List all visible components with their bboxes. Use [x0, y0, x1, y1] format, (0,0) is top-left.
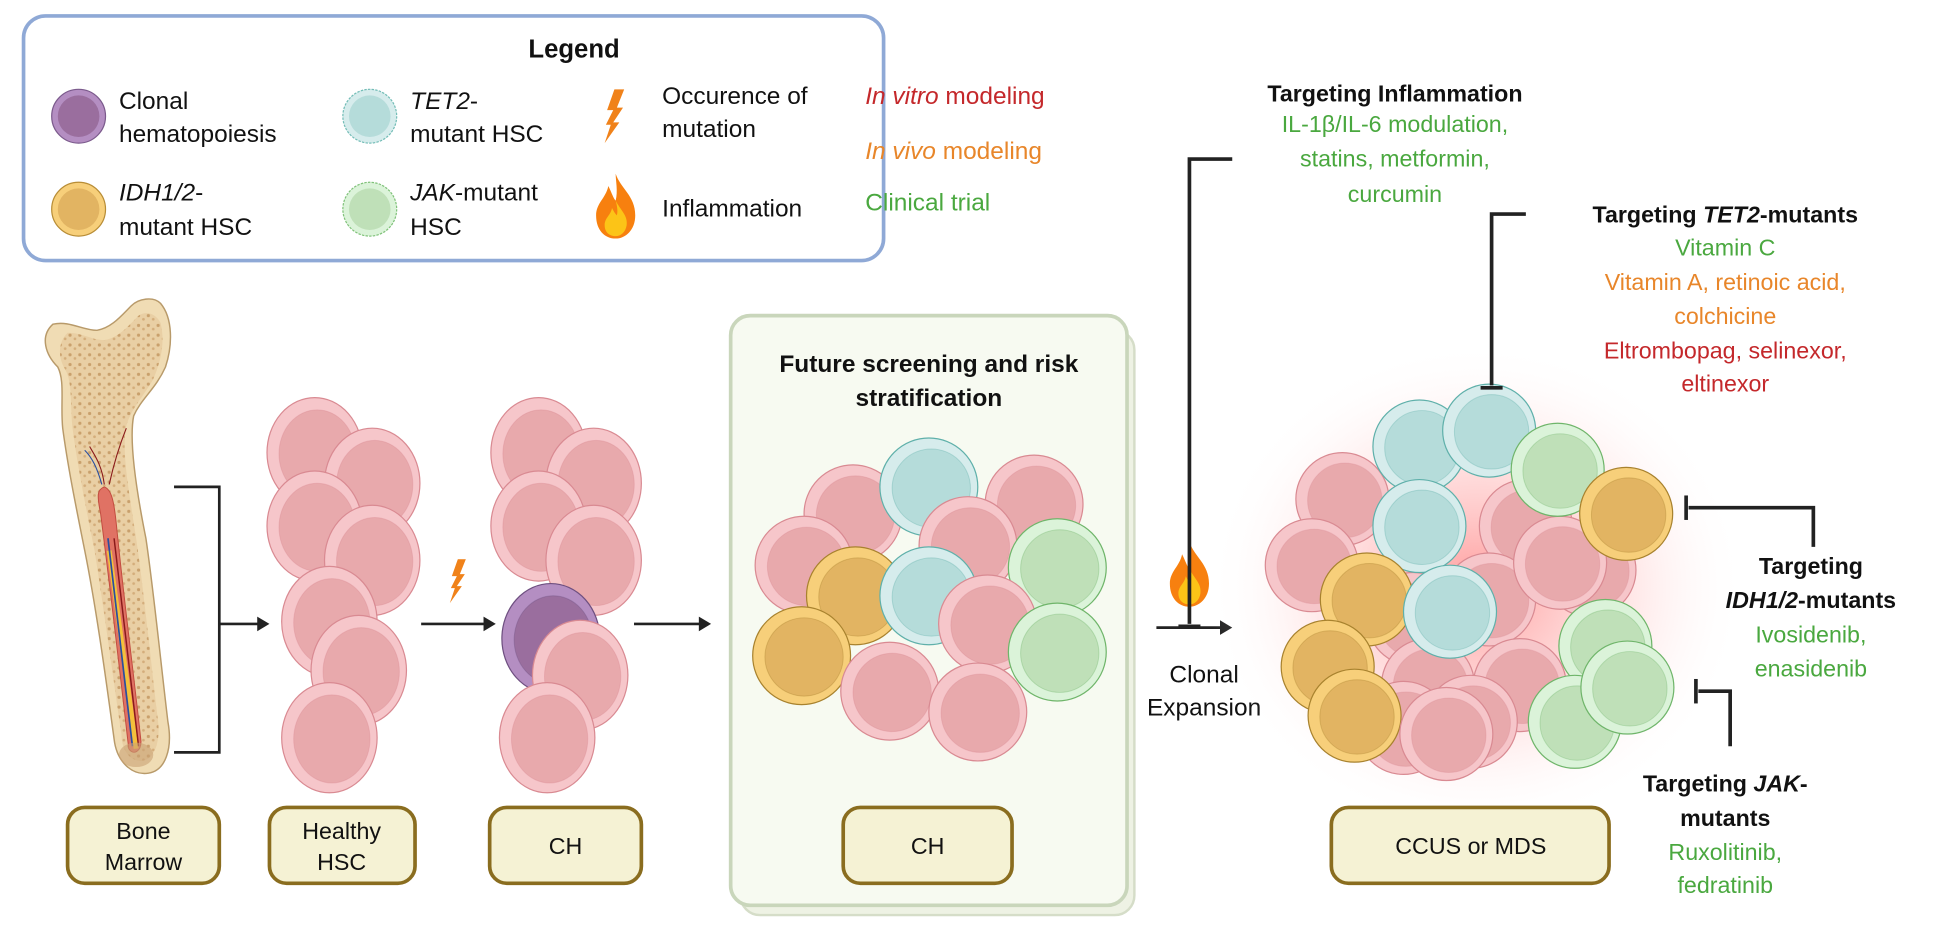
target-inflammation-title: Targeting Inflammation: [1267, 81, 1522, 107]
healthy-cell: [1295, 452, 1390, 547]
jak-mutant-cell: [1007, 602, 1107, 702]
bracket-connector: [174, 485, 270, 754]
lightning-icon: [449, 559, 466, 604]
target-tet2-title: Targeting TET2-mutants: [1593, 202, 1859, 228]
target-idh: Targeting IDH1/2-mutants Ivosidenib, ena…: [1726, 553, 1896, 682]
target-jak-title-line2: mutants: [1680, 805, 1770, 831]
target-inflammation: Targeting Inflammation IL-1β/IL-6 modula…: [1267, 81, 1522, 207]
screening-cells: [752, 437, 1107, 762]
label-screening-ch: CH: [841, 805, 1014, 886]
ccus-cells: [1264, 383, 1675, 782]
legend-jak-line2: HSC: [410, 214, 462, 241]
healthy-cell: [498, 682, 596, 794]
svg-text:Marrow: Marrow: [105, 849, 183, 875]
healthy-cell: [1513, 515, 1608, 610]
tet2-mutant-cell: [1442, 383, 1537, 478]
idh-mutant-cell: [752, 606, 852, 706]
legend-idh-line2: mutant HSC: [119, 214, 252, 241]
target-tet2-drug: Vitamin A, retinoic acid,: [1605, 269, 1846, 295]
legend-title: Legend: [528, 35, 619, 63]
healthy-cell: [281, 682, 378, 794]
legend-idh-line1: IDH1/2-: [119, 180, 203, 207]
idh-mutant-cell: [1579, 466, 1674, 561]
tet2-mutant-cell: [1372, 478, 1467, 574]
inhibition-lines: [1178, 157, 1816, 747]
jak-mutant-cell: [1580, 640, 1675, 735]
target-tet2-drug: eltinexor: [1681, 370, 1769, 396]
legend-inflammation: Inflammation: [662, 196, 802, 223]
bone-marrow-illustration: [44, 298, 172, 775]
svg-text:CCUS or MDS: CCUS or MDS: [1395, 833, 1546, 859]
jak-mutant-icon: [342, 181, 398, 237]
target-idh-title-line1: Targeting: [1759, 553, 1863, 579]
idh-mutant-icon: [51, 181, 107, 237]
svg-text:Healthy: Healthy: [302, 818, 381, 844]
jak-mutant-cell: [1007, 518, 1107, 618]
legend-clinical-trial: Clinical trial: [865, 189, 990, 216]
legend-box: Legend Clonal hematopoiesis TET2- mutant…: [21, 14, 1045, 263]
healthy-cell: [1399, 686, 1494, 782]
target-inflammation-drug: IL-1β/IL-6 modulation,: [1282, 111, 1508, 137]
screening-title-line1: Future screening and risk: [779, 351, 1078, 378]
label-bone-marrow: Bone Marrow: [65, 805, 222, 886]
idh-mutant-cell: [805, 546, 905, 646]
legend-mutation-line2: mutation: [662, 116, 756, 143]
target-tet2-drug: Vitamin C: [1675, 235, 1775, 261]
target-idh-drug: Ivosidenib,: [1755, 621, 1866, 647]
arrow-to-screening: [634, 616, 712, 632]
target-inflammation-drug: statins, metformin,: [1300, 145, 1490, 171]
healthy-cell: [840, 641, 940, 741]
svg-text:CH: CH: [911, 833, 945, 859]
healthy-hsc-cells: [266, 396, 421, 794]
tet2-mutant-icon: [342, 88, 398, 144]
mutation-arrow: [421, 559, 496, 632]
target-inflammation-drug: curcumin: [1348, 181, 1442, 207]
target-tet2-drug: Eltrombopag, selinexor,: [1604, 337, 1847, 363]
label-healthy-hsc: Healthy HSC: [267, 805, 417, 886]
target-jak-drug: Ruxolitinib,: [1668, 839, 1782, 865]
jak-mutant-cell: [1510, 422, 1605, 517]
label-ccus-mds: CCUS or MDS: [1329, 805, 1611, 886]
legend-in-vitro: In vitro modeling: [865, 83, 1044, 110]
legend-clonal-line2: hematopoiesis: [119, 121, 277, 148]
legend-clonal-line1: Clonal: [119, 88, 188, 115]
legend-jak-line1: JAK-mutant: [409, 180, 538, 207]
target-idh-title-line2: IDH1/2-mutants: [1726, 587, 1896, 613]
screening-title-line2: stratification: [855, 385, 1002, 412]
legend-in-vivo: In vivo modeling: [865, 138, 1042, 165]
target-idh-drug: enasidenib: [1755, 656, 1867, 682]
svg-text:Bone: Bone: [116, 818, 170, 844]
ch-cells: [490, 396, 642, 794]
clonal-hematopoiesis-icon: [51, 88, 107, 144]
tet2-mutant-cell: [1402, 564, 1498, 659]
target-tet2-drug: colchicine: [1674, 303, 1776, 329]
target-jak-title-line1: Targeting JAK-: [1643, 771, 1808, 797]
svg-text:CH: CH: [549, 833, 583, 859]
svg-text:HSC: HSC: [317, 849, 366, 875]
idh-mutant-cell: [1307, 668, 1402, 763]
legend-tet2-line2: mutant HSC: [410, 121, 543, 148]
target-tet2: Targeting TET2-mutants Vitamin C Vitamin…: [1593, 202, 1859, 397]
healthy-cell: [928, 662, 1028, 762]
target-jak: Targeting JAK- mutants Ruxolitinib, fedr…: [1643, 771, 1808, 899]
legend-mutation-line1: Occurence of: [662, 83, 808, 110]
target-jak-drug: fedratinib: [1677, 872, 1773, 898]
label-ch: CH: [487, 805, 644, 886]
legend-tet2-line1: TET2-: [410, 88, 478, 115]
